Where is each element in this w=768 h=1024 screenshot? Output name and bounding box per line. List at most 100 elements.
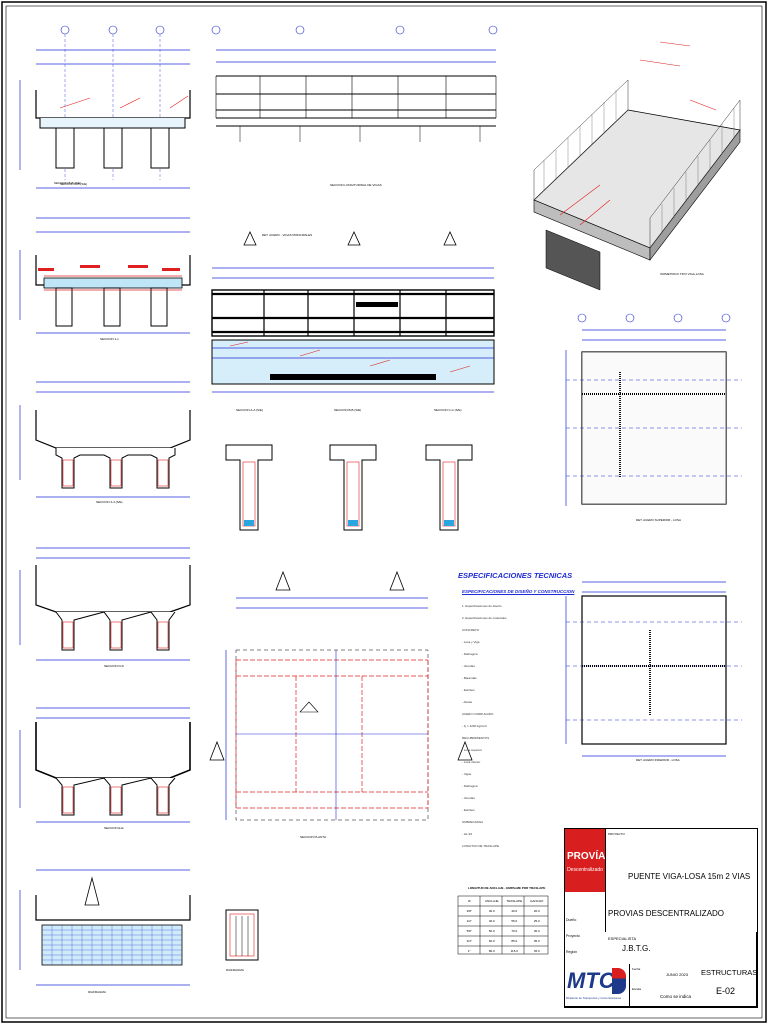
table-cell: 40.0 (511, 909, 518, 913)
lamina-box (697, 984, 757, 1007)
table-cell: 45.0 (533, 949, 540, 953)
label-sec-44: SECCION 4-4 (S/E) (96, 500, 123, 504)
table-cell: 85.0 (511, 939, 518, 943)
table-grid (457, 895, 549, 955)
view-losa-inferior (565, 581, 742, 757)
spec-item: ACERO CORRUGADO (462, 712, 494, 716)
view-diafragma-detail (225, 909, 259, 961)
view-losa-superior (565, 313, 742, 506)
table-cell: GANCHO (530, 899, 544, 903)
table-row: 1" 80.0 115.0 45.0 (458, 946, 548, 956)
view-section-aa (19, 547, 191, 661)
mtc-logo-mark (612, 968, 626, 994)
spec-item: LONGITUD DE TRASLAPE (462, 844, 499, 848)
view-planta: SECCION PLANTA (209, 570, 473, 839)
table-cell: ANCLAJE (484, 899, 499, 903)
table-cell: 1/2" (466, 919, 472, 923)
label-sec-bb-top: SECCION B-B (S/E) (54, 181, 82, 185)
table-cell: 40.0 (488, 919, 495, 923)
label-det-acero: DET. ACERO - VIGAS PRINCIPALES (262, 233, 313, 237)
table-cell: 5/8" (466, 929, 472, 933)
label-proyecto: Proyecto (566, 934, 580, 938)
label-isometric: ISOMETRICO TIPO VIGA-LOSA (660, 272, 704, 276)
label-sec-11: SECCION 1-1 (100, 337, 119, 341)
table-cell: 1" (467, 949, 471, 953)
table-cell: 25.0 (533, 919, 540, 923)
table-row: 1/2" 40.0 55.0 25.0 (458, 916, 548, 926)
view-cross-section-top: SECCION B-B (S/E) (19, 25, 191, 189)
lamina: E-02 (716, 986, 736, 996)
fecha: JUNIO 2023 (666, 972, 689, 977)
spec-item: - Veredas (462, 796, 475, 800)
label-det-losa-sup: DET. ACERO SUPERIOR - LOSA (636, 518, 682, 522)
table-cell: 55.0 (511, 919, 518, 923)
table-cell: Ø (468, 899, 471, 903)
specs-title: ESPECIFICACIONES TECNICAS (458, 571, 573, 580)
label-det-losa-inf: DET. ACERO INFERIOR - LOSA (636, 758, 680, 762)
entidad: PROVIAS DESCENTRALIZADO (608, 909, 725, 918)
table-cell: 30.0 (488, 909, 495, 913)
mtc-logo-sub: Ministerio de Transportes y Comunicacion… (566, 996, 622, 1000)
svg-text:SECCION B-B (S/E): SECCION B-B (S/E) (60, 182, 87, 186)
view-section-bb (19, 707, 191, 823)
table-title: LONGITUD DE ANCLAJE - EMPALME POR TRASLA… (468, 886, 546, 890)
view-longitudinal-section (211, 25, 498, 142)
label-column (564, 892, 606, 965)
table-cell: TRASLAPE (506, 899, 523, 903)
label-diafragma-2: DIAFRAGMA (226, 968, 244, 972)
label-sec-ee: SECCION E-E (104, 826, 124, 830)
view-section-44 (19, 381, 191, 498)
escala-label: Escala (632, 987, 642, 991)
spec-item: - Estribos (462, 808, 475, 812)
especialidad: ESTRUCTURAS (701, 968, 758, 977)
label-sec-dd: SECCION D-D (104, 664, 124, 668)
label-sec-aa: SECCION A-A (S/E) (236, 408, 263, 412)
spec-item: - Losa superior (462, 748, 483, 752)
spec-item: 1. Especificaciones de diseño (462, 604, 502, 608)
proyecto-name: PUENTE VIGA-LOSA 15m 2 VIAS (628, 872, 751, 881)
proyecto-label: PROYECTO (608, 832, 625, 836)
proyecto-box (605, 829, 756, 893)
svg-text:SECCION PLANTA: SECCION PLANTA (300, 835, 326, 839)
spec-item: - HL-93 (462, 832, 473, 836)
spec-item: RECUBRIMIENTOS (462, 736, 490, 740)
view-sections-44-aa-bb (225, 444, 473, 531)
spec-item: - Barandas (462, 676, 477, 680)
view-section-11 (19, 217, 191, 334)
table-cell: 80.0 (488, 949, 495, 953)
view-section-diafragma (19, 869, 191, 986)
fecha-label: Fecha (632, 967, 641, 971)
spec-item: - Veredas (462, 664, 475, 668)
escala: Como se indica (660, 994, 692, 999)
provias-logo-text: PROVÍAS (567, 851, 613, 862)
specs-subtitle: ESPECIFICACIONES DE DISEÑO Y CONSTRUCCIO… (462, 589, 575, 594)
table-cell: 35.0 (533, 939, 540, 943)
table-cell: 70.0 (511, 929, 518, 933)
view-det-acero-vigas (211, 231, 495, 393)
spec-item: SOBRECARGA (462, 820, 484, 824)
label-dueno: Dueño (566, 918, 577, 922)
especialista-name: J.B.T.G. (622, 944, 651, 953)
spec-item: - Losa inferior (462, 760, 481, 764)
label-region: Región (566, 950, 578, 954)
view-isometric (533, 41, 741, 291)
spec-item: - Losa y Viga (462, 640, 480, 644)
table-header-row: Ø ANCLAJE TRASLAPE GANCHO (458, 896, 548, 906)
provias-logo: PROVÍAS Descentralizado (565, 829, 613, 892)
specs-list: 1. Especificaciones de diseño 2. Especifi… (462, 600, 546, 852)
especialista-label: ESPECIALISTA (608, 936, 637, 941)
provias-logo-sub: Descentralizado (567, 867, 603, 873)
table-cell: 30.0 (533, 929, 540, 933)
label-diafragma: DIAFRAGMA (88, 990, 106, 994)
spec-item: - Diafragma (462, 784, 478, 788)
table-cell: 20.0 (533, 909, 540, 913)
table-cell: 60.0 (488, 939, 495, 943)
table-cell: 115.0 (510, 949, 518, 953)
spec-item: 2. Especificaciones de materiales (462, 616, 507, 620)
